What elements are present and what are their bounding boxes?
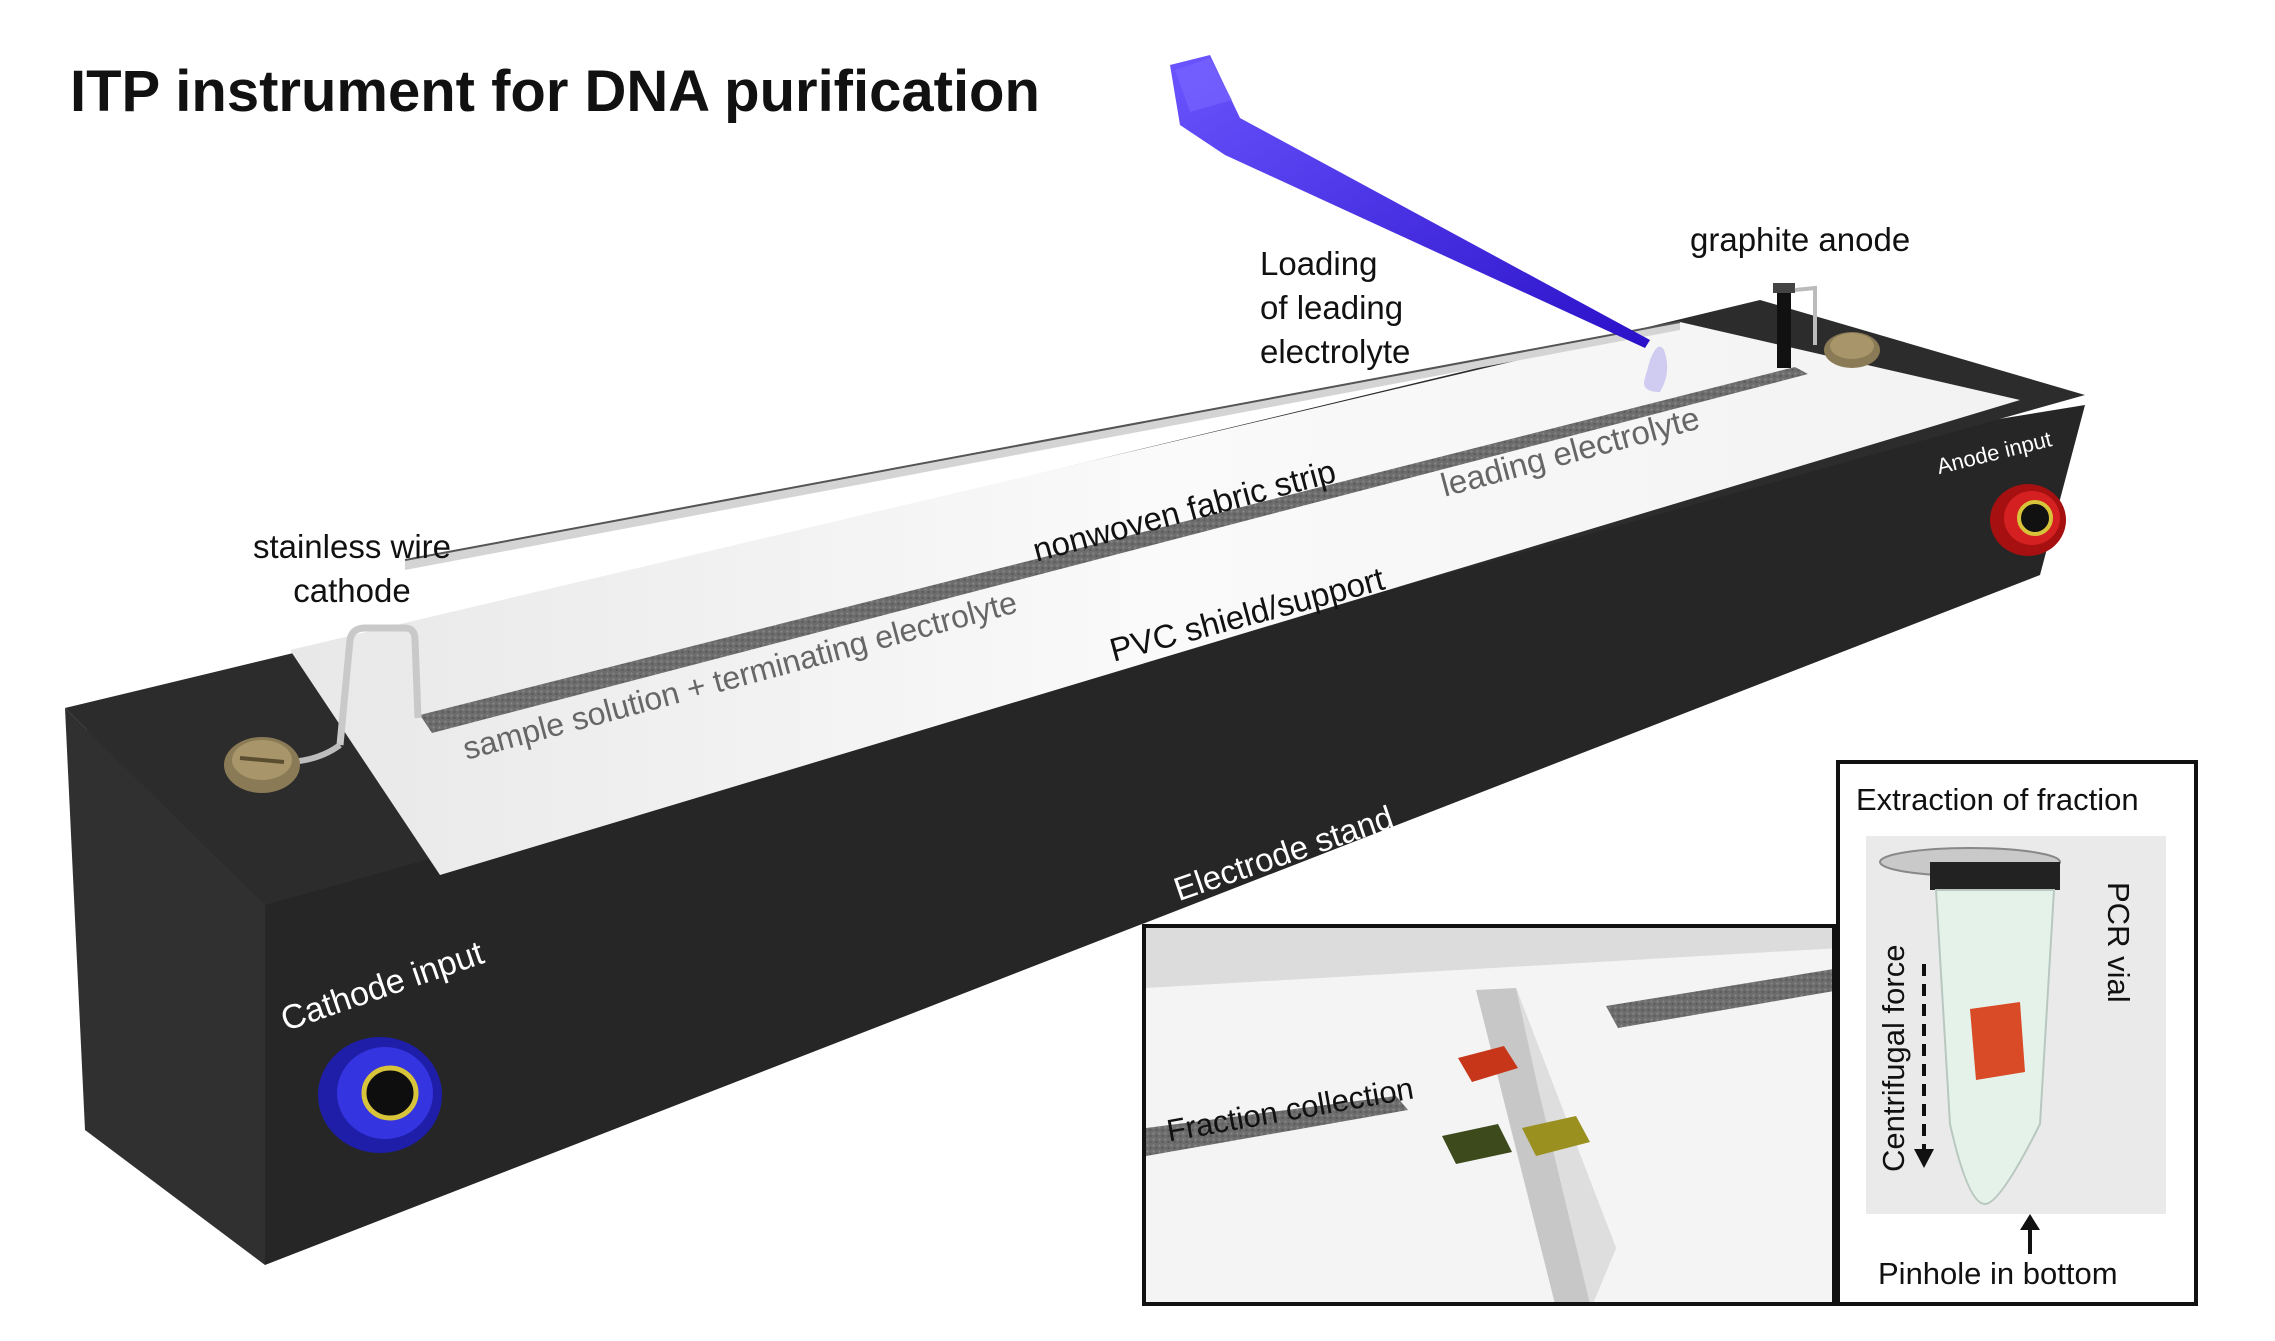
fraction-yellow — [1522, 1116, 1590, 1156]
pcr-vial-illustration — [1866, 836, 2166, 1254]
loading-label: Loading of leading electrolyte — [1260, 245, 1411, 370]
fabric-strip-left — [1146, 1096, 1408, 1156]
vial-cap — [1930, 862, 2060, 890]
pinhole-label: Pinhole in bottom — [1878, 1256, 2118, 1291]
pcr-vial-label: PCR vial — [2101, 882, 2136, 1003]
centrifugal-force-label: Centrifugal force — [1876, 944, 1911, 1172]
stainless-wire-cathode — [336, 624, 422, 746]
fraction-collection-inset: Fraction collection — [1142, 924, 1836, 1306]
pvc-shield — [290, 322, 2020, 875]
electrolyte-droplet — [1644, 346, 1668, 392]
graphite-anode — [1777, 290, 1791, 368]
extraction-inset: Extraction of fraction PCR vial Centrifu… — [1836, 760, 2198, 1306]
pvc-back-wall — [405, 322, 1680, 570]
fraction-red — [1458, 1046, 1518, 1082]
nonwoven-fabric-strip — [420, 367, 1808, 733]
extraction-title: Extraction of fraction — [1856, 782, 2139, 817]
fraction-in-vial — [1970, 1002, 2025, 1080]
fraction-collection-illustration — [1146, 928, 1832, 1302]
cathode-input-jack — [318, 1037, 442, 1153]
stand-left-end — [65, 708, 265, 1265]
stand-front-face — [85, 405, 2085, 1265]
page-title: ITP instrument for DNA purification — [70, 59, 1040, 124]
stainless-cathode-label: stainless wire cathode — [252, 528, 452, 609]
anode-input-jack — [1990, 484, 2066, 556]
fraction-green — [1442, 1124, 1512, 1164]
fabric-strip-right — [1606, 969, 1832, 1028]
graphite-anode-label: graphite anode — [1690, 221, 1911, 258]
